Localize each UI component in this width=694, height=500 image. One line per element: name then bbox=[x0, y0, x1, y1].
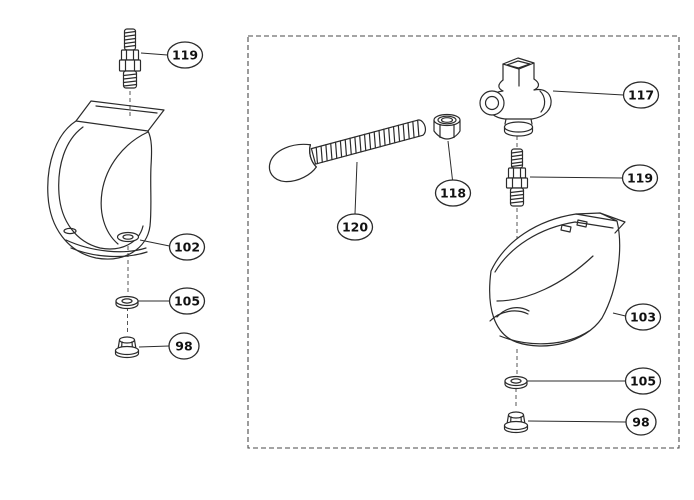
leader-line bbox=[612, 312, 626, 317]
callout-label: 105 bbox=[630, 374, 656, 389]
center-axis-lines bbox=[127, 91, 518, 409]
part-washer-105-right bbox=[504, 375, 528, 390]
callout-105-left: 105 bbox=[138, 287, 206, 315]
callout-bubble bbox=[622, 81, 660, 109]
callout-103: 103 bbox=[612, 303, 662, 331]
callout-bubble bbox=[168, 287, 206, 315]
callout-102: 102 bbox=[139, 233, 206, 261]
leader-line bbox=[139, 239, 170, 247]
callout-bubble bbox=[625, 408, 657, 436]
callout-118: 118 bbox=[434, 140, 472, 207]
detail-boundary-box bbox=[247, 35, 680, 449]
leader-line bbox=[138, 345, 170, 348]
part-housing-117 bbox=[479, 57, 552, 137]
callout-bubble bbox=[621, 164, 659, 192]
callout-105-right: 105 bbox=[527, 367, 662, 395]
callout-bubble bbox=[624, 303, 662, 331]
leader-line bbox=[354, 161, 358, 215]
callout-119-left: 119 bbox=[140, 41, 204, 69]
leader-line bbox=[552, 90, 624, 96]
callout-label: 103 bbox=[630, 310, 656, 325]
callout-label: 120 bbox=[342, 220, 368, 235]
callout-bubble bbox=[166, 41, 204, 69]
callout-label: 119 bbox=[627, 171, 653, 186]
callout-label: 105 bbox=[174, 294, 200, 309]
callout-label: 102 bbox=[174, 240, 200, 255]
callout-bubble bbox=[168, 332, 200, 360]
leader-line bbox=[527, 420, 627, 423]
leader-line bbox=[529, 176, 623, 179]
callout-bubble bbox=[336, 213, 374, 241]
part-stud-119-left bbox=[118, 28, 142, 89]
part-deflector-103 bbox=[489, 212, 626, 347]
leader-line bbox=[140, 52, 168, 56]
callout-119-right: 119 bbox=[529, 164, 659, 192]
leader-line bbox=[447, 140, 453, 181]
callout-label: 119 bbox=[172, 48, 198, 63]
callout-bubble bbox=[434, 179, 472, 207]
part-nut-98-right bbox=[503, 411, 529, 434]
callout-120: 120 bbox=[336, 161, 374, 241]
callout-bubble bbox=[624, 367, 662, 395]
callout-label: 98 bbox=[175, 339, 192, 354]
callout-117: 117 bbox=[552, 81, 660, 109]
part-nut-118 bbox=[433, 113, 461, 140]
callout-98-right: 98 bbox=[527, 408, 657, 436]
part-screw-120 bbox=[268, 119, 427, 183]
callout-98-left: 98 bbox=[138, 332, 200, 360]
part-washer-105-left bbox=[115, 295, 139, 310]
callout-label: 118 bbox=[440, 186, 466, 201]
part-bracket-102 bbox=[47, 100, 165, 260]
callout-label: 98 bbox=[632, 415, 649, 430]
part-stud-119-right bbox=[505, 148, 529, 207]
part-nut-98-left bbox=[114, 336, 140, 359]
callout-bubble bbox=[168, 233, 206, 261]
callout-label: 117 bbox=[628, 88, 654, 103]
